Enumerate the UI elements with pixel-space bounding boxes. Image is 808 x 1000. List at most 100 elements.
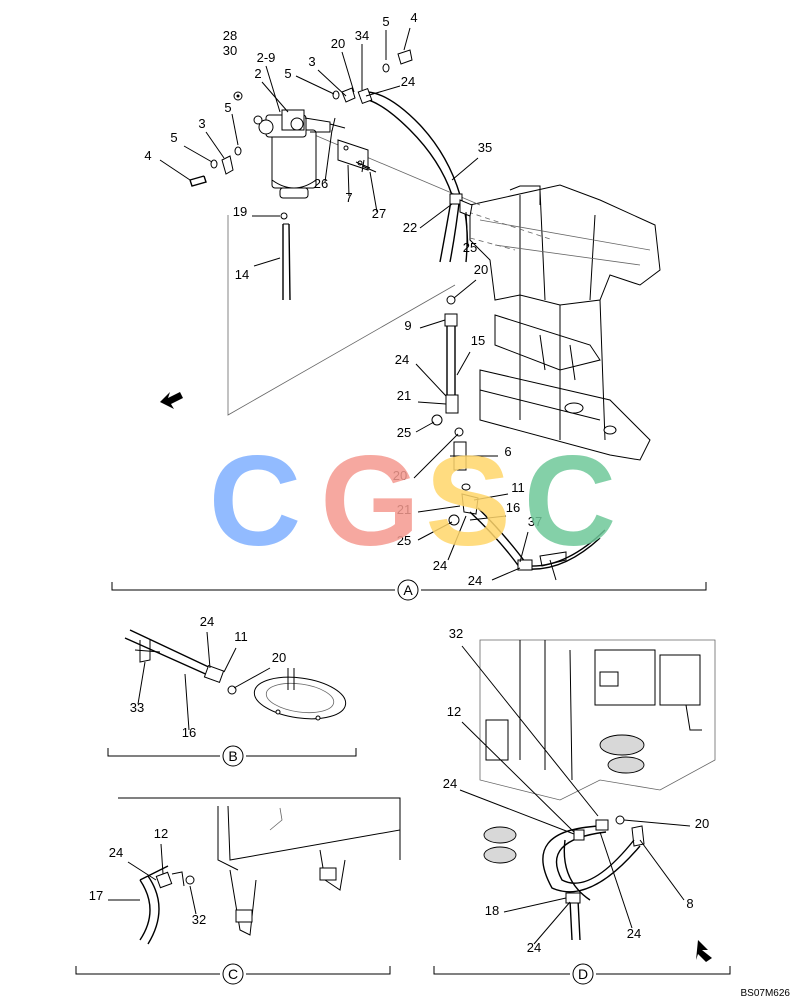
callout-leader bbox=[417, 505, 461, 513]
section-d-label: D bbox=[578, 966, 588, 982]
callout-number: 24 bbox=[401, 74, 415, 89]
callout-number: 24 bbox=[395, 352, 409, 367]
callout-leader bbox=[253, 257, 281, 267]
callout-number: 9 bbox=[404, 318, 411, 333]
drawing-code: BS07M626 bbox=[741, 988, 791, 999]
callout-number: 17 bbox=[89, 888, 103, 903]
callout-number: 20 bbox=[272, 650, 286, 665]
callout-leader bbox=[233, 667, 271, 689]
callout-number: 20 bbox=[695, 816, 709, 831]
callout-leader bbox=[403, 27, 411, 51]
callout-number: 8 bbox=[686, 896, 693, 911]
callout-leader bbox=[137, 661, 146, 705]
callout-leader bbox=[456, 351, 471, 376]
direction-arrow-icon bbox=[160, 392, 183, 409]
direction-arrow-icon-d bbox=[696, 940, 712, 962]
callout-leader bbox=[159, 159, 191, 181]
callout-number: 18 bbox=[485, 903, 499, 918]
callout-number: 3 bbox=[308, 54, 315, 69]
callout-number: 32 bbox=[192, 912, 206, 927]
callout-leader bbox=[623, 819, 691, 827]
callout-leader bbox=[365, 85, 401, 97]
callout-leader bbox=[415, 421, 435, 433]
callout-leader bbox=[415, 363, 447, 397]
callout-number: 5 bbox=[382, 14, 389, 29]
callout-leader bbox=[639, 839, 685, 901]
callout-number: 37 bbox=[528, 514, 542, 529]
fittings-group bbox=[189, 49, 413, 301]
callout-leader bbox=[469, 515, 507, 521]
callout-leader bbox=[324, 129, 333, 183]
callout-number: 25 bbox=[397, 533, 411, 548]
callout-number: 28 bbox=[223, 28, 237, 43]
callout-number: 32 bbox=[449, 626, 463, 641]
callout-leader bbox=[295, 75, 335, 95]
watermark-letter: C bbox=[524, 430, 616, 573]
callout-number: 15 bbox=[471, 333, 485, 348]
callout-leader bbox=[231, 113, 239, 146]
callout-number: 35 bbox=[478, 140, 492, 155]
callout-leader bbox=[451, 157, 479, 181]
callout-leader bbox=[419, 319, 446, 329]
callout-leader bbox=[417, 521, 453, 541]
callout-leader bbox=[533, 901, 571, 945]
callout-leader bbox=[223, 647, 237, 673]
callout-leader bbox=[519, 531, 529, 563]
callout-number: 6 bbox=[504, 444, 511, 459]
callout-leader bbox=[317, 69, 347, 97]
section-d-drawing: D bbox=[433, 639, 731, 985]
callout-leader bbox=[459, 789, 575, 835]
watermark-letter: S bbox=[425, 430, 510, 573]
callout-leader bbox=[189, 885, 197, 915]
callout-number: 24 bbox=[109, 845, 123, 860]
callout-number: 11 bbox=[511, 480, 525, 495]
callout-number: 16 bbox=[182, 725, 196, 740]
callout-leader bbox=[265, 65, 281, 113]
section-a-label: A bbox=[403, 582, 413, 598]
callout-number: 25 bbox=[463, 240, 477, 255]
callout-number: 27 bbox=[372, 206, 386, 221]
callout-number: 11 bbox=[234, 629, 248, 644]
callout-number: 30 bbox=[223, 43, 237, 58]
section-a-marker: A bbox=[111, 579, 707, 601]
callout-number: 12 bbox=[154, 826, 168, 841]
section-b-label: B bbox=[228, 748, 237, 764]
callout-leader bbox=[453, 279, 477, 299]
callout-leader bbox=[205, 131, 225, 159]
callout-number: 16 bbox=[506, 500, 520, 515]
callout-number: 7 bbox=[345, 190, 352, 205]
callout-leader bbox=[127, 861, 157, 881]
callout-leader bbox=[261, 81, 289, 113]
callout-leader bbox=[473, 493, 509, 501]
callout-number: 5 bbox=[284, 66, 291, 81]
hose-35 bbox=[357, 88, 473, 263]
callout-leader bbox=[419, 203, 453, 229]
callout-leader bbox=[417, 401, 447, 405]
callout-number: 20 bbox=[331, 36, 345, 51]
callout-number: 4 bbox=[144, 148, 151, 163]
callout-number: 2-9 bbox=[257, 50, 276, 65]
section-c-drawing: C bbox=[75, 797, 401, 985]
callout-number: 20 bbox=[474, 262, 488, 277]
callout-leader bbox=[447, 515, 467, 561]
callout-number: 5 bbox=[170, 130, 177, 145]
callout-leader bbox=[341, 51, 355, 93]
callout-number: 26 bbox=[314, 176, 328, 191]
callout-number: 3 bbox=[198, 116, 205, 131]
watermark-letter: G bbox=[320, 430, 420, 573]
callout-leader bbox=[491, 567, 521, 581]
callout-number: 24 bbox=[527, 940, 541, 955]
callout-number: 25 bbox=[397, 425, 411, 440]
callout-number: 24 bbox=[433, 558, 447, 573]
callout-leader bbox=[599, 831, 633, 929]
callout-number: 14 bbox=[235, 267, 249, 282]
callout-leader bbox=[183, 145, 213, 163]
callout-number: 33 bbox=[130, 700, 144, 715]
machine-frame-a bbox=[160, 127, 661, 461]
callout-number: 24 bbox=[627, 926, 641, 941]
callout-leader bbox=[465, 211, 469, 247]
callout-leader bbox=[413, 433, 459, 479]
